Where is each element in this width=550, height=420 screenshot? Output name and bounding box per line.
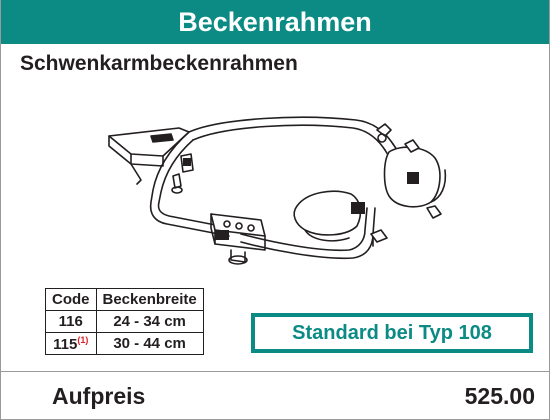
product-subtitle: Schwenkarmbeckenrahmen: [20, 52, 298, 75]
table-header-row: Code Beckenbreite: [45, 288, 204, 311]
column-header-code: Code: [45, 288, 97, 311]
section-header: Beckenrahmen: [1, 0, 549, 44]
table-row: 115(1) 30 - 44 cm: [45, 332, 204, 355]
width-cell: 24 - 34 cm: [95, 310, 204, 333]
price-value: 525.00: [464, 383, 535, 409]
code-value: 116: [58, 313, 83, 330]
width-cell: 30 - 44 cm: [95, 332, 204, 355]
standard-badge: Standard bei Typ 108: [251, 313, 533, 353]
table-row: 116 24 - 34 cm: [45, 310, 204, 333]
spec-table: Code Beckenbreite 116 24 - 34 cm 115(1) …: [45, 288, 204, 355]
pelvic-frame-illustration-icon: [108, 116, 447, 265]
code-cell: 116: [45, 310, 97, 333]
column-header-width: Beckenbreite: [95, 288, 204, 311]
code-value: 115: [53, 335, 78, 353]
footnote-marker: (1): [77, 334, 89, 345]
divider: [1, 371, 549, 372]
price-label: Aufpreis: [52, 383, 146, 409]
code-cell: 115(1): [45, 332, 97, 355]
